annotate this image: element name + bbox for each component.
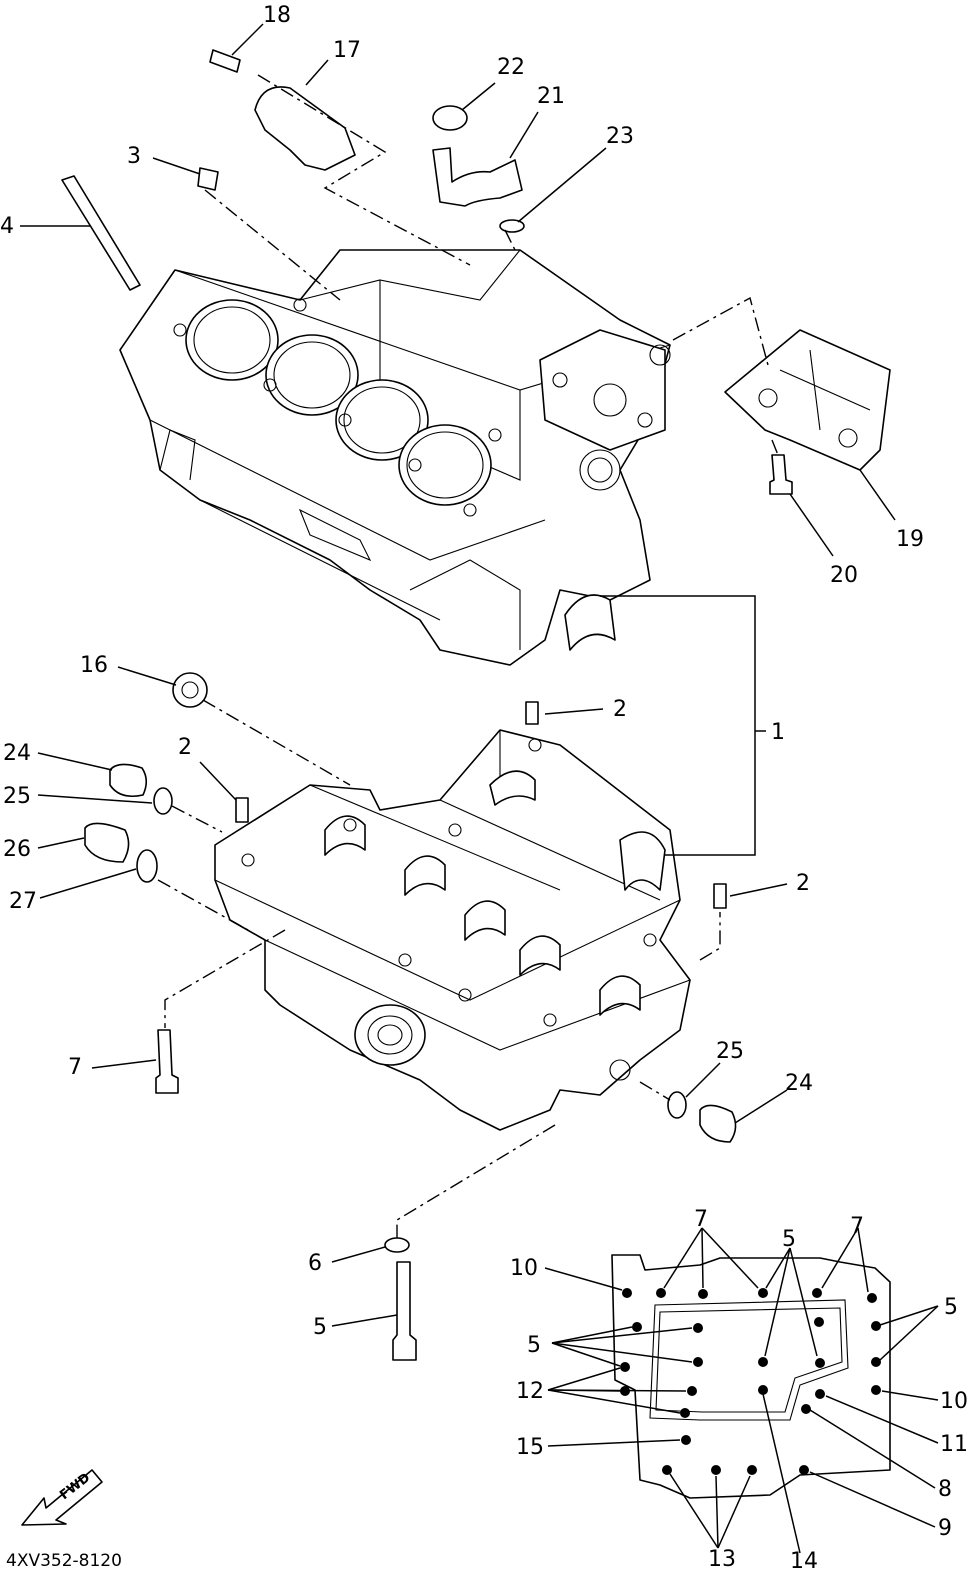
callout-18: 18 <box>263 3 291 28</box>
inset-callout-5-right: 5 <box>944 1295 958 1320</box>
cover-17 <box>254 86 356 171</box>
callout-16: 16 <box>80 653 108 678</box>
oring-27 <box>136 849 158 883</box>
bolt-7 <box>155 1029 179 1094</box>
plate-19 <box>724 329 891 471</box>
inset-callout-labels: 7 7 5 10 5 5 12 10 11 15 8 9 13 14 <box>510 1207 968 1574</box>
cylinder-bores <box>185 299 492 506</box>
oring-25b <box>667 1091 687 1119</box>
dowel-2b <box>235 797 249 823</box>
inset-callout-5-top: 5 <box>782 1227 796 1252</box>
callout-22: 22 <box>497 55 525 80</box>
callout-25a: 25 <box>3 784 31 809</box>
fwd-arrow: FWD <box>21 1469 103 1526</box>
inset-callout-14: 14 <box>790 1549 818 1574</box>
callout-25b: 25 <box>716 1039 744 1064</box>
plug-24a <box>109 763 148 798</box>
callout-24a: 24 <box>3 741 31 766</box>
washer-23 <box>499 219 525 233</box>
inset-callout-8: 8 <box>938 1477 952 1502</box>
diagram-code: 4XV352-8120 <box>6 1551 122 1571</box>
washer-6 <box>384 1237 410 1253</box>
stud-4 <box>61 175 141 291</box>
plug-16 <box>172 672 208 708</box>
bolt-pattern-inset <box>544 1227 939 1554</box>
callout-2a: 2 <box>613 697 627 722</box>
callout-5: 5 <box>313 1315 327 1340</box>
bolt-5 <box>392 1261 417 1361</box>
dowel-3 <box>197 167 219 191</box>
callout-20: 20 <box>830 563 858 588</box>
inset-callout-7b: 7 <box>850 1214 864 1239</box>
oring-25a <box>153 787 173 815</box>
callout-7: 7 <box>68 1055 82 1080</box>
inset-callout-15: 15 <box>516 1435 544 1460</box>
dowel-2a <box>525 701 539 725</box>
upper-crankcase <box>119 249 671 666</box>
plug-26 <box>84 822 130 863</box>
callout-23: 23 <box>606 124 634 149</box>
callout-27: 27 <box>9 889 37 914</box>
lower-crankcase <box>214 729 691 1131</box>
inset-callout-5-left: 5 <box>527 1333 541 1358</box>
callout-19: 19 <box>896 527 924 552</box>
callout-1: 1 <box>771 720 785 745</box>
callout-26: 26 <box>3 837 31 862</box>
callout-2c: 2 <box>796 871 810 896</box>
assembly-lines <box>157 74 779 1238</box>
inset-callout-11: 11 <box>940 1432 968 1457</box>
plug-24b <box>699 1104 737 1143</box>
inset-callout-13: 13 <box>708 1547 736 1572</box>
callout-3: 3 <box>127 144 141 169</box>
inset-callout-9: 9 <box>938 1516 952 1541</box>
leader-lines <box>20 23 896 1327</box>
callout-4: 4 <box>0 214 14 239</box>
inset-callout-12: 12 <box>516 1379 544 1404</box>
dowel-2c <box>713 883 727 909</box>
bolt-18 <box>209 49 241 73</box>
callout-17: 17 <box>333 38 361 63</box>
inset-callout-10b: 10 <box>940 1389 968 1414</box>
bolt-20 <box>769 454 793 495</box>
hose-21 <box>432 147 523 207</box>
callout-2b: 2 <box>178 735 192 760</box>
inset-callout-7a: 7 <box>694 1207 708 1232</box>
clamp-22 <box>432 105 468 131</box>
callout-24b: 24 <box>785 1071 813 1096</box>
callout-6: 6 <box>308 1251 322 1276</box>
callout-labels: 18 17 22 21 23 3 4 19 20 16 2 1 2 24 25 … <box>0 3 924 1340</box>
small-parts <box>61 49 891 1361</box>
callout-21: 21 <box>537 84 565 109</box>
inset-callout-10a: 10 <box>510 1256 538 1281</box>
